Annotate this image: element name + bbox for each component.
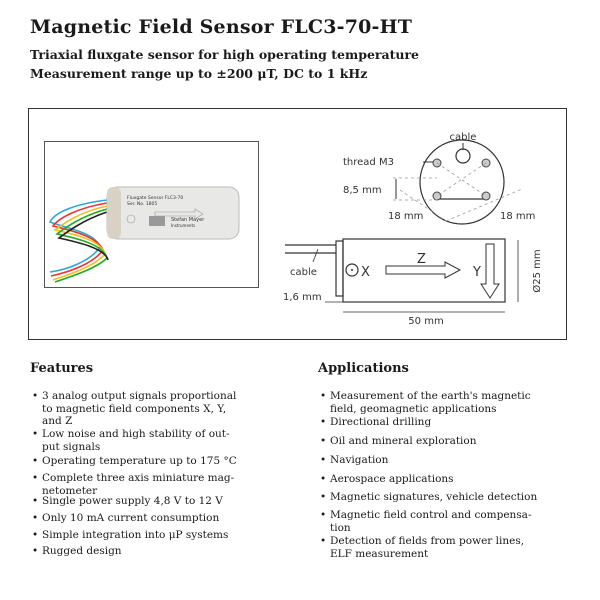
list-item-text: Rugged design (42, 545, 122, 557)
applications-list-item: •Detection of fields from power lines,EL… (320, 535, 525, 560)
sensor-photo: Fluxgate Sensor FLC3-70 Ser. No. 1805 St… (44, 141, 259, 288)
bullet-icon: • (320, 473, 327, 485)
photo-brand2: Instruments (171, 223, 195, 228)
bullet-icon: • (32, 545, 39, 557)
list-item-text: Detection of fields from power lines, (330, 535, 525, 547)
bullet-icon: • (32, 390, 39, 402)
label-width-right: 18 mm (500, 211, 535, 222)
list-item-text: Directional drilling (330, 416, 432, 428)
list-item-text: Magnetic field control and compensa- (330, 509, 532, 521)
label-z-axis: Z (417, 252, 426, 267)
list-item-text: Measurement of the earth's magnetic (330, 390, 531, 402)
label-cable-top: cable (450, 132, 477, 143)
list-item-text: 3 analog output signals proportional (42, 390, 237, 402)
photo-label-line2: Ser. No. 1805 (127, 201, 157, 207)
photo-brand1: Stefan Mayer (171, 217, 205, 223)
subtitle-range: Measurement range up to ±200 μT, DC to 1… (30, 66, 368, 81)
list-item-text: Single power supply 4,8 V to 12 V (42, 495, 223, 507)
applications-list-item: •Magnetic signatures, vehicle detection (320, 491, 538, 504)
label-x-axis: X (361, 265, 370, 280)
sensor-end-view (419, 139, 505, 225)
applications-heading: Applications (318, 361, 409, 376)
label-length: 50 mm (408, 316, 443, 327)
bullet-icon: • (32, 529, 39, 541)
list-item-text: to magnetic field components X, Y, (42, 402, 227, 415)
bullet-icon: • (32, 455, 39, 467)
bullet-icon: • (32, 472, 39, 484)
features-list-item: •Operating temperature up to 175 °C (32, 455, 237, 468)
applications-list-item: •Oil and mineral exploration (320, 435, 477, 448)
bullet-icon: • (320, 390, 327, 402)
list-item-text: Only 10 mA current consumption (42, 512, 220, 524)
bullet-icon: • (320, 416, 327, 428)
document-title: Magnetic Field Sensor FLC3-70-HT (30, 16, 413, 38)
list-item-text: put signals (42, 440, 101, 453)
bullet-icon: • (320, 491, 327, 503)
sensor-flange (335, 240, 344, 297)
list-item-text: Simple integration into μP systems (42, 529, 229, 541)
applications-list-item: •Magnetic field control and compensa-tio… (320, 509, 532, 534)
sensor-photo-image: Fluxgate Sensor FLC3-70 Ser. No. 1805 St… (48, 186, 240, 283)
photo-label-line1: Fluxgate Sensor FLC3-70 (127, 195, 183, 201)
figure-frame (28, 108, 567, 340)
list-item-text: Oil and mineral exploration (330, 435, 477, 447)
label-cable-side: cable (290, 267, 317, 278)
list-item-text: ELF measurement (330, 547, 429, 560)
list-item-text: Low noise and high stability of out- (42, 428, 230, 440)
sensor-side-view (342, 238, 506, 303)
list-item-text: Operating temperature up to 175 °C (42, 455, 237, 467)
features-list-item: •Only 10 mA current consumption (32, 512, 220, 525)
bullet-icon: • (32, 495, 39, 507)
bullet-icon: • (32, 428, 39, 440)
list-item-text: field, geomagnetic applications (330, 402, 497, 415)
label-thread: thread M3 (343, 157, 394, 168)
y-arrow-icon (480, 243, 500, 299)
label-y-axis: Y (472, 265, 481, 280)
bullet-icon: • (320, 535, 327, 547)
list-item-text: and Z (42, 415, 73, 427)
z-arrow-icon (385, 261, 462, 279)
label-width-left: 18 mm (388, 211, 423, 222)
label-height: 8,5 mm (343, 185, 382, 196)
label-diameter: Ø25 mm (531, 249, 543, 292)
list-item-text: netometer (42, 484, 98, 497)
applications-list-item: •Aerospace applications (320, 473, 454, 486)
list-item-text: Complete three axis miniature mag- (42, 472, 235, 484)
features-list-item: •Low noise and high stability of out-put… (32, 428, 230, 453)
list-item-text: tion (330, 521, 351, 534)
list-item-text: Navigation (330, 454, 389, 466)
features-heading: Features (30, 361, 94, 376)
subtitle-description: Triaxial fluxgate sensor for high operat… (30, 47, 419, 62)
bullet-icon: • (320, 435, 327, 447)
features-list-item: •Simple integration into μP systems (32, 529, 229, 542)
applications-list-item: •Directional drilling (320, 416, 432, 429)
list-item-text: Aerospace applications (330, 473, 454, 485)
features-list-item: •Single power supply 4,8 V to 12 V (32, 495, 223, 508)
features-list-item: •Rugged design (32, 545, 122, 558)
bullet-icon: • (32, 512, 39, 524)
applications-list-item: •Navigation (320, 454, 389, 467)
features-list-item: •Complete three axis miniature mag-netom… (32, 472, 235, 497)
bullet-icon: • (320, 454, 327, 466)
bullet-icon: • (320, 509, 327, 521)
list-item-text: Magnetic signatures, vehicle detection (330, 491, 538, 503)
label-flange: 1,6 mm (283, 292, 322, 303)
